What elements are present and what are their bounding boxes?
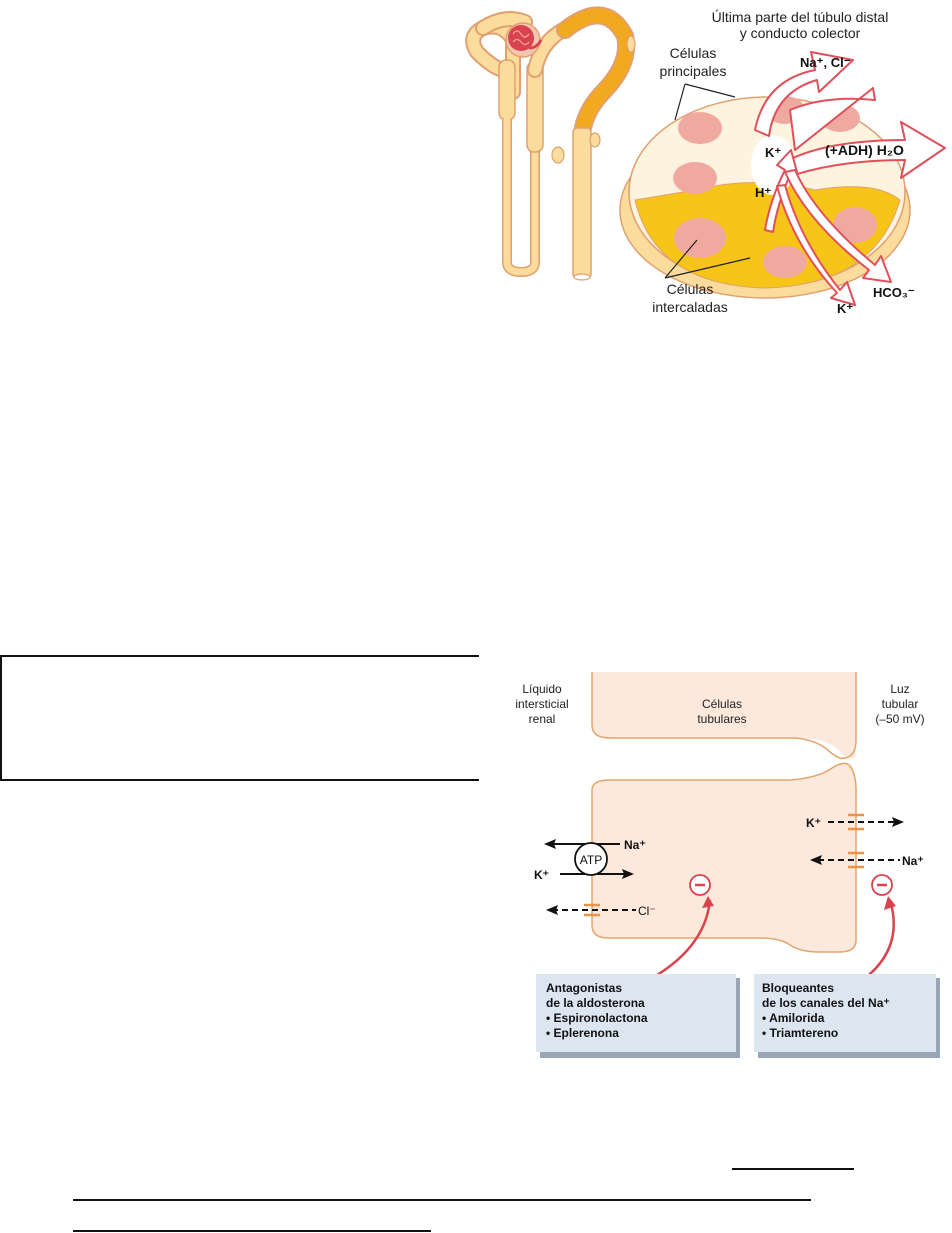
pointer-principal [674, 83, 736, 121]
figure-title-line2: y conducto colector [740, 25, 861, 41]
box-left-title-1: Antagonistas [546, 981, 622, 995]
box-right-item-2: • Triamtereno [762, 1026, 838, 1040]
label-lumen-1: Luz [890, 682, 909, 696]
potassium-sparing-diuretics-figure: Líquido intersticial renal Células tubul… [515, 672, 940, 1058]
na-k-atpase-pump: ATP Na⁺ K⁺ [534, 838, 646, 882]
box-left-item-1: • Espironolactona [546, 1011, 648, 1025]
pointer-intercalated [664, 239, 751, 279]
figure-title-line1: Última parte del túbulo distal [712, 9, 889, 25]
blank-line-2[interactable] [73, 1199, 811, 1201]
label-cells-2: tubulares [697, 712, 746, 726]
blank-line-1[interactable] [732, 1168, 854, 1170]
top-figure-labels: Última parte del túbulo distal y conduct… [652, 9, 915, 316]
atp-label: ATP [580, 853, 602, 867]
drug-box-aldosterone-antagonists: Antagonistas de la aldosterona • Espiron… [536, 974, 740, 1058]
blank-line-3[interactable] [73, 1230, 431, 1232]
label-intercalated-cells-2: intercaladas [652, 299, 728, 315]
tubular-cell-main [591, 762, 857, 953]
label-lumen-3: (–50 mV) [875, 712, 924, 726]
label-cells-1: Células [702, 697, 742, 711]
label-interstitial-3: renal [529, 712, 556, 726]
potassium-channel: K⁺ [806, 813, 904, 831]
box-right-item-1: • Amilorida [762, 1011, 825, 1025]
chloride-channel: Cl⁻ [546, 903, 656, 918]
tubular-cell-upper [592, 672, 856, 759]
box-right-title-1: Bloqueantes [762, 981, 834, 995]
ion-k-out: K⁺ [837, 301, 853, 316]
ion-h: H⁺ [755, 185, 771, 200]
empty-text-box[interactable] [0, 655, 479, 781]
bottom-figure-region-labels: Líquido intersticial renal Células tubul… [515, 682, 924, 726]
transport-arrows [754, 51, 946, 306]
ion-na-pump: Na⁺ [624, 838, 646, 852]
ion-nacl: Na⁺, Cl⁻ [800, 55, 851, 70]
ion-na-channel: Na⁺ [902, 854, 924, 868]
ion-cl: Cl⁻ [638, 904, 656, 918]
arrow-h2o-out [784, 121, 946, 179]
label-interstitial-1: Líquido [522, 682, 562, 696]
ion-hco3: HCO₃⁻ [873, 285, 915, 300]
collecting-duct-figure: Última parte del túbulo distal y conduct… [465, 6, 946, 316]
ion-k-in: K⁺ [765, 145, 781, 160]
arrow-hco3-out [784, 169, 892, 283]
label-intercalated-cells-1: Células [667, 281, 714, 297]
inhibitor-right [859, 874, 896, 984]
arrow-k-in [789, 87, 876, 151]
label-interstitial-2: intersticial [515, 697, 568, 711]
label-principal-cells-1: Células [670, 45, 717, 61]
box-left-item-2: • Eplerenona [546, 1026, 619, 1040]
arrow-nacl-out [754, 51, 854, 137]
box-left-title-2: de la aldosterona [546, 996, 645, 1010]
arrow-k-out [776, 184, 856, 306]
sodium-channel: Na⁺ [810, 851, 924, 869]
ion-h2o: (+ADH) H₂O [825, 142, 904, 158]
ion-k-pump: K⁺ [534, 868, 549, 882]
drug-box-na-channel-blockers: Bloqueantes de los canales del Na⁺ • Ami… [754, 974, 940, 1058]
label-lumen-2: tubular [882, 697, 919, 711]
label-principal-cells-2: principales [660, 63, 727, 79]
nephron-illustration [465, 6, 636, 281]
box-right-title-2: de los canales del Na⁺ [762, 996, 890, 1010]
ion-k-channel: K⁺ [806, 816, 821, 830]
